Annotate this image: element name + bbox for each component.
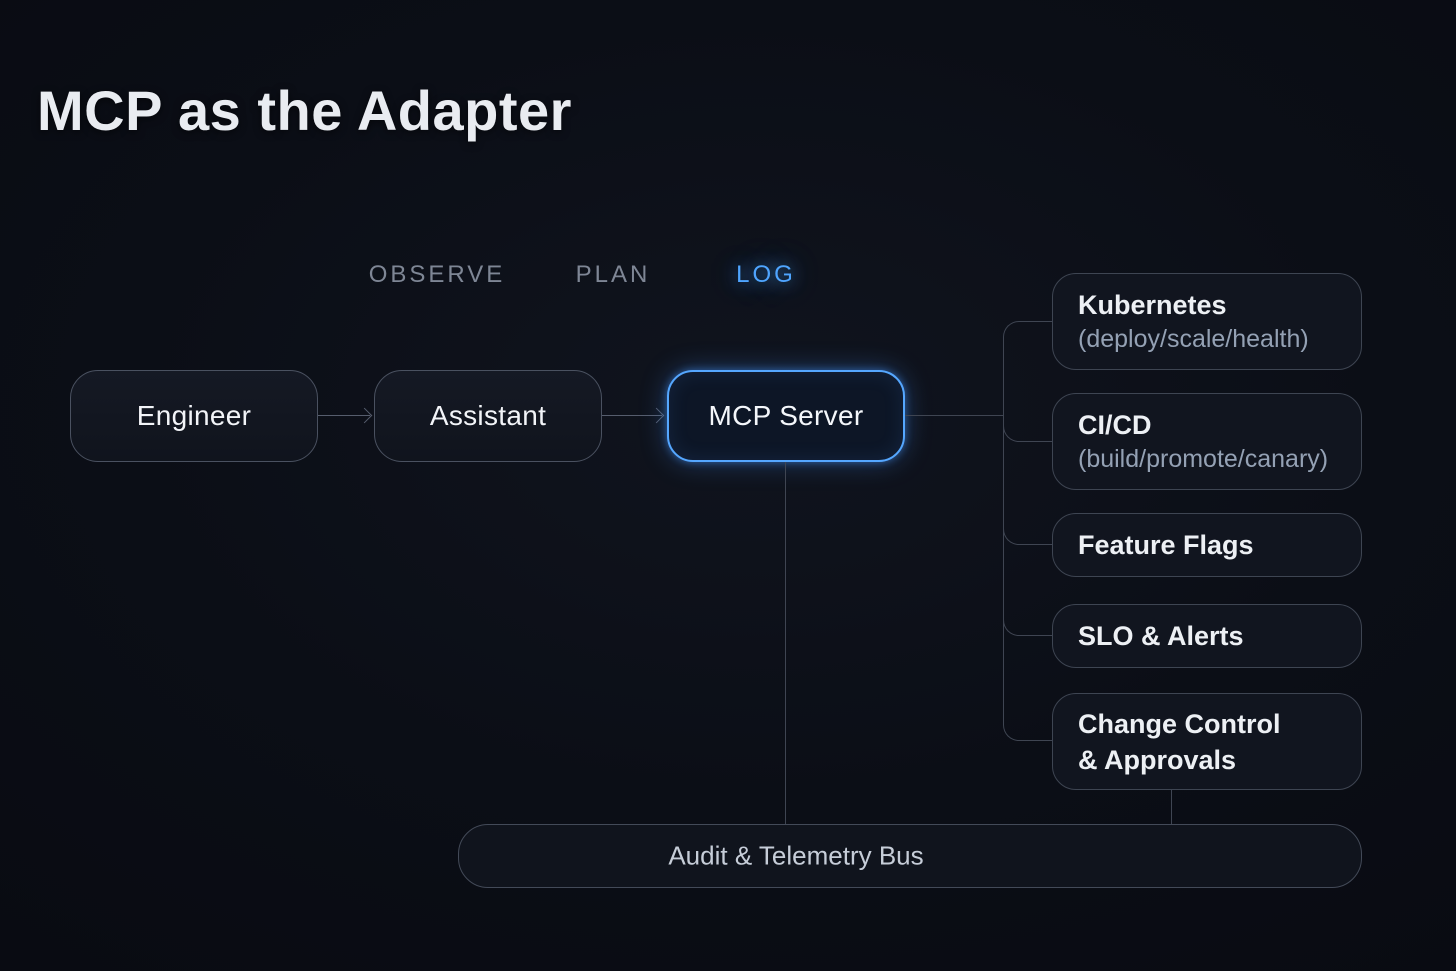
connector-change-control-to-bus (1171, 790, 1172, 824)
node-change-control-title-line1: Change Control (1078, 708, 1281, 739)
node-feature-flags: Feature Flags (1052, 513, 1362, 577)
node-feature-flags-title: Feature Flags (1078, 530, 1254, 560)
node-kubernetes: Kubernetes (deploy/scale/health) (1052, 273, 1362, 370)
node-audit-telemetry-bus: Audit & Telemetry Bus (458, 824, 1362, 888)
node-cicd: CI/CD (build/promote/canary) (1052, 393, 1362, 490)
node-change-control-approvals: Change Control & Approvals (1052, 693, 1362, 790)
node-kubernetes-subtitle: (deploy/scale/health) (1078, 325, 1309, 353)
page-title: MCP as the Adapter (37, 79, 572, 142)
node-slo-alerts: SLO & Alerts (1052, 604, 1362, 668)
node-assistant: Assistant (374, 370, 602, 462)
connector-mcp-to-bus (785, 462, 786, 824)
node-slo-alerts-title: SLO & Alerts (1078, 621, 1244, 651)
connector-trunk-to-kubernetes (1003, 321, 1053, 416)
node-kubernetes-title: Kubernetes (1078, 290, 1227, 320)
phase-label-log-active: LOG (736, 261, 796, 288)
node-mcp-server-highlighted: MCP Server (667, 370, 905, 462)
node-engineer: Engineer (70, 370, 318, 462)
connector-trunk-to-change-control (1003, 416, 1053, 741)
node-cicd-title: CI/CD (1078, 410, 1152, 440)
arrow-assistant-to-mcp-server (602, 415, 662, 416)
node-cicd-subtitle: (build/promote/canary) (1078, 445, 1329, 473)
arrow-engineer-to-assistant (318, 415, 370, 416)
connector-mcp-to-trunk (905, 415, 1004, 416)
node-assistant-label: Assistant (429, 400, 547, 431)
node-change-control-title-line2: & Approvals (1078, 744, 1237, 775)
node-mcp-server-label: MCP Server (708, 400, 864, 431)
node-audit-telemetry-bus-label: Audit & Telemetry Bus (668, 840, 924, 871)
node-engineer-label: Engineer (136, 400, 252, 431)
phase-label-observe: OBSERVE (368, 261, 506, 288)
phase-label-plan: PLAN (575, 261, 651, 288)
